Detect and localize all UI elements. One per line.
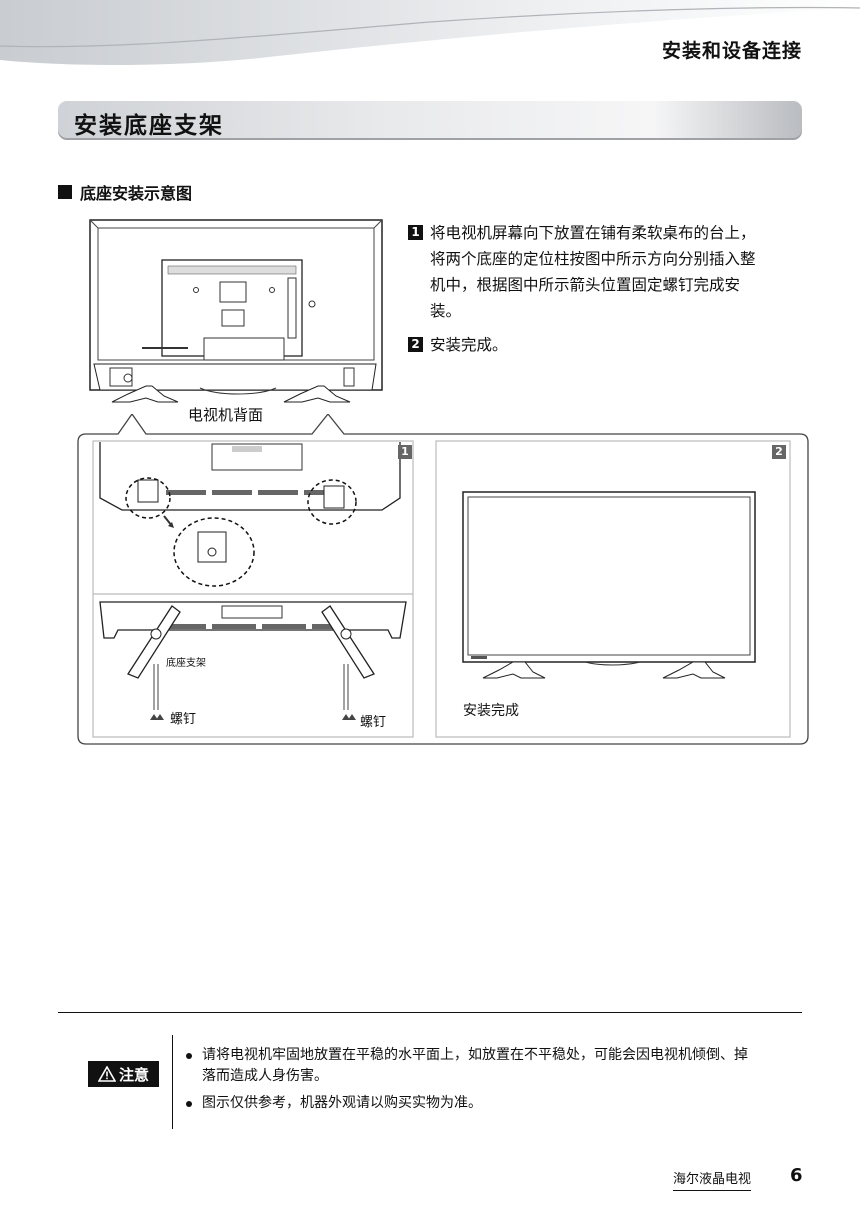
page-number: 6 bbox=[790, 1165, 803, 1186]
divider-rule bbox=[58, 1012, 802, 1013]
step-text: 将电视机屏幕向下放置在铺有柔软桌布的台上， 将两个底座的定位柱按图中所示方向分别… bbox=[430, 220, 756, 324]
note-vertical-line bbox=[172, 1035, 173, 1129]
step-line: 将电视机屏幕向下放置在铺有柔软桌布的台上， bbox=[430, 224, 756, 242]
header-swoosh bbox=[0, 0, 860, 65]
step-line: 装。 bbox=[430, 302, 462, 320]
subsection-title: 底座安装示意图 bbox=[80, 184, 193, 203]
step-line: 机中，根据图中所示箭头位置固定螺钉完成安 bbox=[430, 276, 741, 294]
bullet-icon bbox=[186, 1101, 192, 1107]
panel-2-number: 2 bbox=[772, 445, 786, 459]
note-badge-label: 注意 bbox=[118, 1065, 149, 1084]
chapter-title: 安装和设备连接 bbox=[661, 40, 802, 62]
note-item: 图示仅供参考，机器外观请以购买实物为准。 bbox=[186, 1093, 806, 1114]
warning-triangle-icon bbox=[97, 1066, 116, 1082]
footer-brand: 海尔液晶电视 bbox=[673, 1168, 752, 1191]
step-number: 1 bbox=[408, 225, 423, 240]
panel-1-number: 1 bbox=[398, 445, 412, 459]
note-item: 请将电视机牢固地放置在平稳的水平面上，如放置在不平稳处，可能会因电视机倾倒、掉 … bbox=[186, 1045, 806, 1087]
complete-label: 安装完成 bbox=[463, 703, 519, 719]
square-bullet-icon bbox=[58, 185, 72, 199]
section-title: 安装底座支架 bbox=[74, 113, 224, 139]
stand-label: 底座支架 bbox=[166, 658, 206, 669]
tv-back-illustration bbox=[89, 219, 383, 403]
step-number: 2 bbox=[408, 337, 423, 352]
step-line: 将两个底座的定位柱按图中所示方向分别插入整 bbox=[430, 250, 756, 268]
note-list: 请将电视机牢固地放置在平稳的水平面上，如放置在不平稳处，可能会因电视机倾倒、掉 … bbox=[186, 1045, 806, 1120]
screw-label-left: 螺钉 bbox=[170, 712, 197, 727]
note-line: 请将电视机牢固地放置在平稳的水平面上，如放置在不平稳处，可能会因电视机倾倒、掉 bbox=[202, 1047, 748, 1063]
section-bar bbox=[58, 100, 802, 140]
panel-1-illustration bbox=[92, 440, 414, 738]
screw-label-right: 螺钉 bbox=[360, 715, 387, 730]
step-1: 1 将电视机屏幕向下放置在铺有柔软桌布的台上， 将两个底座的定位柱按图中所示方向… bbox=[408, 220, 800, 324]
install-steps: 1 将电视机屏幕向下放置在铺有柔软桌布的台上， 将两个底座的定位柱按图中所示方向… bbox=[408, 220, 800, 366]
step-text: 安装完成。 bbox=[430, 332, 508, 358]
bullet-icon bbox=[186, 1053, 192, 1059]
step-line: 安装完成。 bbox=[430, 336, 508, 354]
note-line: 落而造成人身伤害。 bbox=[202, 1068, 328, 1084]
note-line: 图示仅供参考，机器外观请以购买实物为准。 bbox=[202, 1095, 482, 1111]
tv-back-label: 电视机背面 bbox=[188, 406, 264, 424]
note-badge: 注意 bbox=[88, 1061, 159, 1087]
step-2: 2 安装完成。 bbox=[408, 332, 800, 358]
subsection-heading: 底座安装示意图 bbox=[58, 180, 192, 204]
panel-2-illustration bbox=[435, 440, 791, 738]
